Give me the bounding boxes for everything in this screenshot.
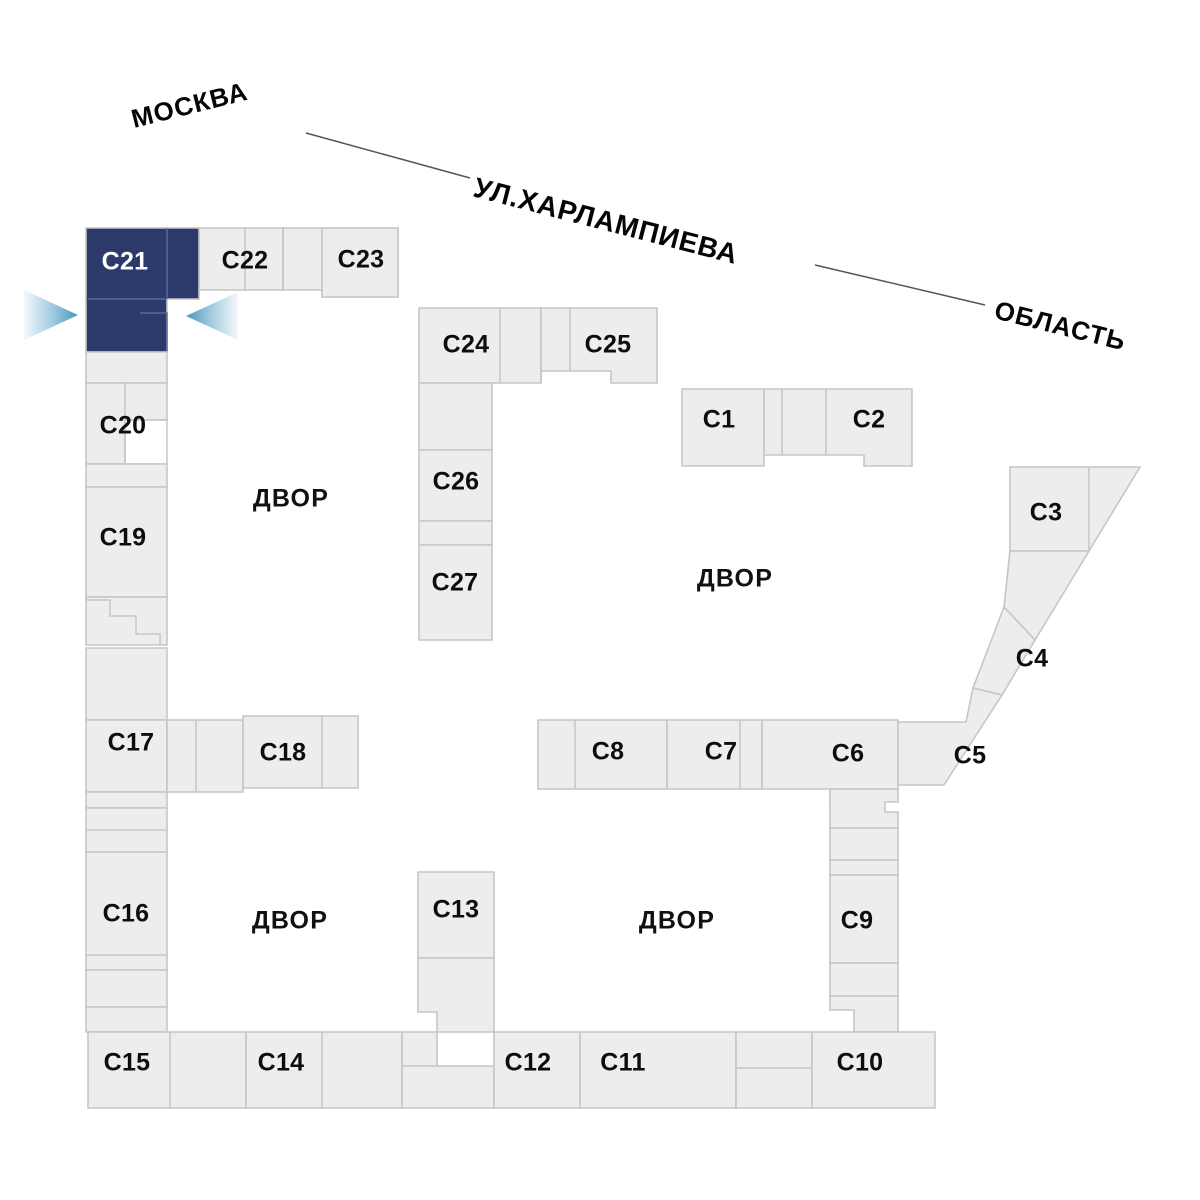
lot-shape-C26-base[interactable] xyxy=(418,520,493,546)
lot-shape-C19-step[interactable] xyxy=(85,596,168,646)
lot-shape-C16-base1[interactable] xyxy=(85,969,168,1008)
divider-C21-notch xyxy=(140,312,168,352)
lot-shape-C23-annex[interactable] xyxy=(282,227,323,291)
block-north-east xyxy=(681,388,913,467)
direction-label-region: ОБЛАСТЬ xyxy=(992,295,1130,357)
lot-label-C4: C4 xyxy=(1016,645,1049,673)
lot-label-C2: C2 xyxy=(853,406,886,434)
leader-line-region xyxy=(814,264,986,306)
block-east-angled xyxy=(897,466,1142,786)
lot-label-C27: C27 xyxy=(432,569,479,597)
lot-shape-C20-top[interactable] xyxy=(85,351,168,384)
block-C13 xyxy=(417,871,495,1033)
lot-label-C13: C13 xyxy=(433,896,480,924)
lot-shape-C5[interactable] xyxy=(897,687,1004,786)
lot-label-C14: C14 xyxy=(258,1049,305,1077)
lot-label-C12: C12 xyxy=(505,1049,552,1077)
lot-label-C9: C9 xyxy=(841,907,874,935)
block-west-column xyxy=(85,351,168,1033)
lot-shape-C9-band1[interactable] xyxy=(829,859,899,876)
lot-label-C24: C24 xyxy=(443,331,490,359)
lot-label-C26: C26 xyxy=(433,468,480,496)
lot-label-C23: C23 xyxy=(338,246,385,274)
lot-label-C17: C17 xyxy=(108,729,155,757)
lot-shape-C9-top[interactable] xyxy=(829,827,899,861)
lot-label-C10: C10 xyxy=(837,1049,884,1077)
block-C18 xyxy=(166,715,359,793)
lot-shape-C20-base[interactable] xyxy=(85,463,168,488)
direction-label-moscow: МОСКВА xyxy=(128,76,251,134)
lot-shape-C17-top[interactable] xyxy=(85,647,168,721)
lot-shape-C18-link[interactable] xyxy=(166,719,244,793)
lot-shape-C16-base2[interactable] xyxy=(85,1006,168,1033)
lot-label-C21: C21 xyxy=(102,248,149,276)
lot-shape-C2[interactable] xyxy=(763,388,913,467)
lot-label-C20: C20 xyxy=(100,412,147,440)
lot-label-C6: C6 xyxy=(832,740,865,768)
lot-label-C15: C15 xyxy=(104,1049,151,1077)
lot-label-C7: C7 xyxy=(705,738,738,766)
street-name-label: УЛ.ХАРЛАМПИЕВА xyxy=(470,172,741,270)
entrance-arrow-west-icon[interactable] xyxy=(24,290,78,340)
block-east-column xyxy=(829,827,899,1033)
entrance-arrow-east-icon[interactable] xyxy=(186,292,238,340)
lot-shape-C11-annex[interactable] xyxy=(735,1031,813,1109)
lot-shape-C10[interactable] xyxy=(811,1031,936,1109)
lot-label-C19: C19 xyxy=(100,524,147,552)
block-north-west xyxy=(85,227,399,353)
lot-shape-C9-band2[interactable] xyxy=(829,962,899,997)
lot-shape-C27[interactable] xyxy=(418,544,493,641)
lot-label-C18: C18 xyxy=(260,739,307,767)
lot-shape-C9-base[interactable] xyxy=(829,995,899,1033)
lot-label-C1: C1 xyxy=(703,406,736,434)
block-central-column xyxy=(418,307,658,641)
lot-shape-C6-tail[interactable] xyxy=(829,788,899,829)
entrance-arrows-group xyxy=(24,290,238,340)
yard-label-se: ДВОР xyxy=(639,907,715,935)
lot-shape-C26-top[interactable] xyxy=(418,382,493,451)
yard-label-ne: ДВОР xyxy=(697,565,773,593)
lot-shape-C12-annex[interactable] xyxy=(401,1031,438,1067)
lot-shape-C1[interactable] xyxy=(681,388,765,467)
lot-shape-C17-base[interactable] xyxy=(85,791,168,809)
divider-C19-steps xyxy=(86,599,161,645)
yard-label-nw: ДВОР xyxy=(253,485,329,513)
lot-label-C25: C25 xyxy=(585,331,632,359)
yard-label-sw: ДВОР xyxy=(252,907,328,935)
block-middle-row xyxy=(537,719,899,829)
lot-label-C3: C3 xyxy=(1030,499,1063,527)
lot-label-C8: C8 xyxy=(592,738,625,766)
lot-shape-C18[interactable] xyxy=(242,715,359,789)
lot-shape-C21[interactable] xyxy=(85,227,200,353)
lot-labels-group: C21 C22 C23 C24 C25 C26 C27 C1 C2 C3 C4 … xyxy=(100,246,1063,1077)
lot-label-C5: C5 xyxy=(954,742,987,770)
lot-label-C22: C22 xyxy=(222,247,269,275)
block-bottom-row xyxy=(87,1031,936,1109)
lot-label-C16: C16 xyxy=(103,900,150,928)
lot-shape-C13-base[interactable] xyxy=(417,957,495,1033)
yard-labels-group: ДВОР ДВОР ДВОР ДВОР xyxy=(252,485,773,935)
leader-line-moscow xyxy=(305,132,471,179)
lot-label-C11: C11 xyxy=(600,1049,645,1077)
lot-shape-C12-lower[interactable] xyxy=(401,1065,495,1109)
